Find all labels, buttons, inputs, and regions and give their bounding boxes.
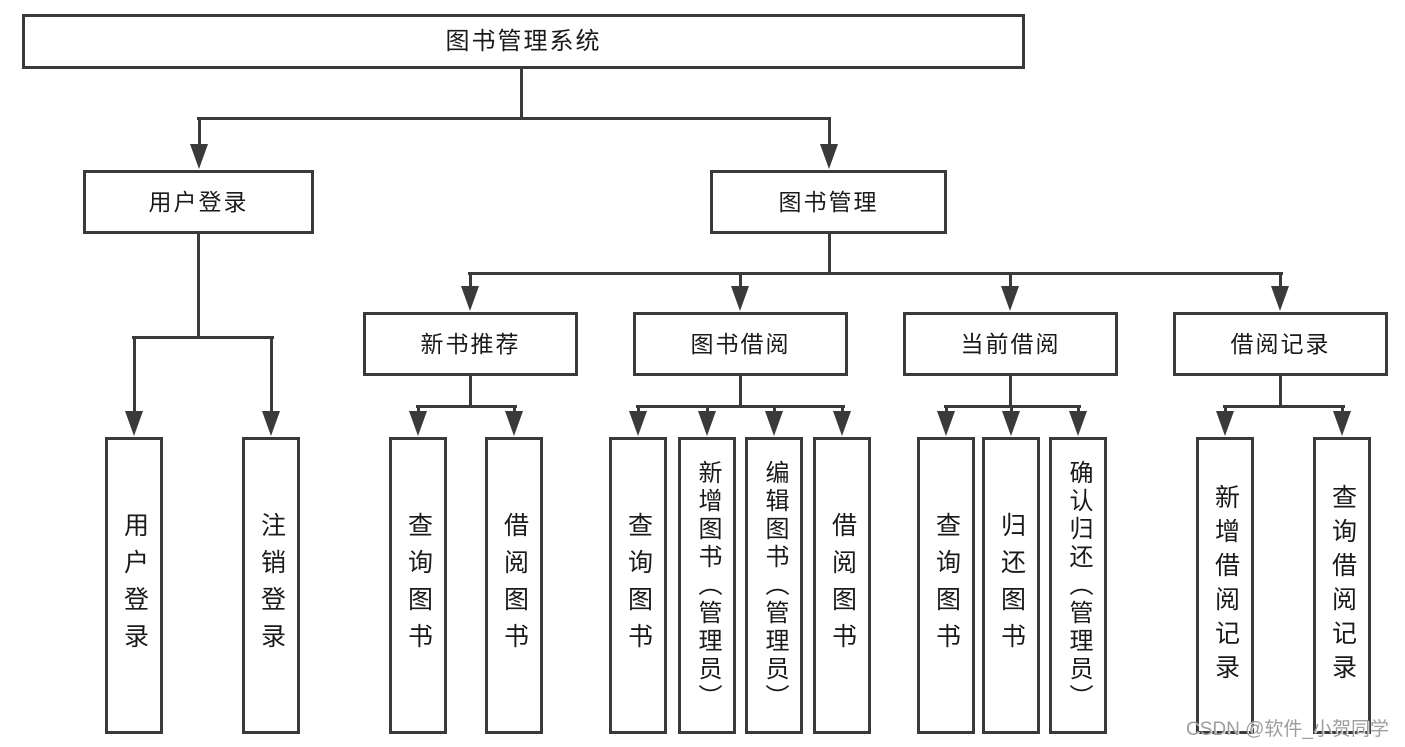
leaf-user-login: 用户登录 xyxy=(105,437,163,734)
leaf-query-borrow-record: 查询借阅记录 xyxy=(1313,437,1371,734)
arrowhead-down-icon xyxy=(1271,286,1289,311)
connector-line xyxy=(1224,405,1227,413)
arrowhead-down-icon xyxy=(409,411,427,436)
connector-line xyxy=(468,272,1283,275)
arrowhead-down-icon xyxy=(833,411,851,436)
watermark: CSDN @软件_小贺同学 xyxy=(1186,719,1389,740)
connector-line xyxy=(513,405,516,413)
connector-line xyxy=(416,405,517,408)
connector-line xyxy=(198,117,201,145)
arrowhead-down-icon xyxy=(820,144,838,169)
arrowhead-down-icon xyxy=(731,286,749,311)
leaf-recommend-borrow-books: 借阅图书 xyxy=(485,437,543,734)
leaf-recommend-query-books: 查询图书 xyxy=(389,437,447,734)
connector-line xyxy=(520,69,523,118)
arrowhead-down-icon xyxy=(125,411,143,436)
connector-line xyxy=(1279,272,1282,287)
connector-line xyxy=(828,117,831,145)
connector-line xyxy=(469,376,472,407)
arrowhead-down-icon xyxy=(698,411,716,436)
node-book-management: 图书管理 xyxy=(710,170,947,234)
connector-line xyxy=(417,405,420,413)
arrowhead-down-icon xyxy=(629,411,647,436)
arrowhead-down-icon xyxy=(461,286,479,311)
connector-line xyxy=(197,117,831,120)
connector-line xyxy=(270,336,273,412)
leaf-edit-books-admin: 编辑图书（管理员） xyxy=(745,437,803,734)
connector-line xyxy=(132,336,274,339)
connector-line xyxy=(636,405,845,408)
arrowhead-down-icon xyxy=(765,411,783,436)
arrowhead-down-icon xyxy=(1002,411,1020,436)
connector-line xyxy=(1009,376,1012,407)
leaf-confirm-return-admin: 确认归还（管理员） xyxy=(1049,437,1107,734)
connector-line xyxy=(133,336,136,412)
leaf-logout: 注销登录 xyxy=(242,437,300,734)
connector-line xyxy=(1010,405,1013,413)
connector-line xyxy=(469,272,472,287)
connector-line xyxy=(1009,272,1012,287)
node-new-book-recommend: 新书推荐 xyxy=(363,312,578,376)
arrowhead-down-icon xyxy=(1001,286,1019,311)
connector-line xyxy=(739,376,742,407)
connector-line xyxy=(706,405,709,413)
arrowhead-down-icon xyxy=(1069,411,1087,436)
connector-line xyxy=(1341,405,1344,413)
connector-line xyxy=(1279,376,1282,407)
arrowhead-down-icon xyxy=(505,411,523,436)
arrowhead-down-icon xyxy=(1333,411,1351,436)
arrowhead-down-icon xyxy=(937,411,955,436)
connector-line xyxy=(1077,405,1080,413)
arrowhead-down-icon xyxy=(262,411,280,436)
leaf-return-books: 归还图书 xyxy=(982,437,1040,734)
node-library-system: 图书管理系统 xyxy=(22,14,1025,69)
connector-line xyxy=(1223,405,1345,408)
connector-line xyxy=(828,234,831,274)
leaf-borrowing-query-books: 查询图书 xyxy=(609,437,667,734)
connector-line xyxy=(739,272,742,287)
arrowhead-down-icon xyxy=(190,144,208,169)
leaf-borrow-books: 借阅图书 xyxy=(813,437,871,734)
connector-line xyxy=(197,234,200,338)
node-borrowing-records: 借阅记录 xyxy=(1173,312,1388,376)
node-user-login: 用户登录 xyxy=(83,170,314,234)
node-book-borrowing: 图书借阅 xyxy=(633,312,848,376)
connector-line xyxy=(841,405,844,413)
connector-line xyxy=(637,405,640,413)
leaf-add-books-admin: 新增图书（管理员） xyxy=(678,437,736,734)
leaf-current-query-books: 查询图书 xyxy=(917,437,975,734)
leaf-add-borrow-record: 新增借阅记录 xyxy=(1196,437,1254,734)
connector-line xyxy=(945,405,948,413)
node-current-borrowing: 当前借阅 xyxy=(903,312,1118,376)
arrowhead-down-icon xyxy=(1216,411,1234,436)
connector-line xyxy=(773,405,776,413)
